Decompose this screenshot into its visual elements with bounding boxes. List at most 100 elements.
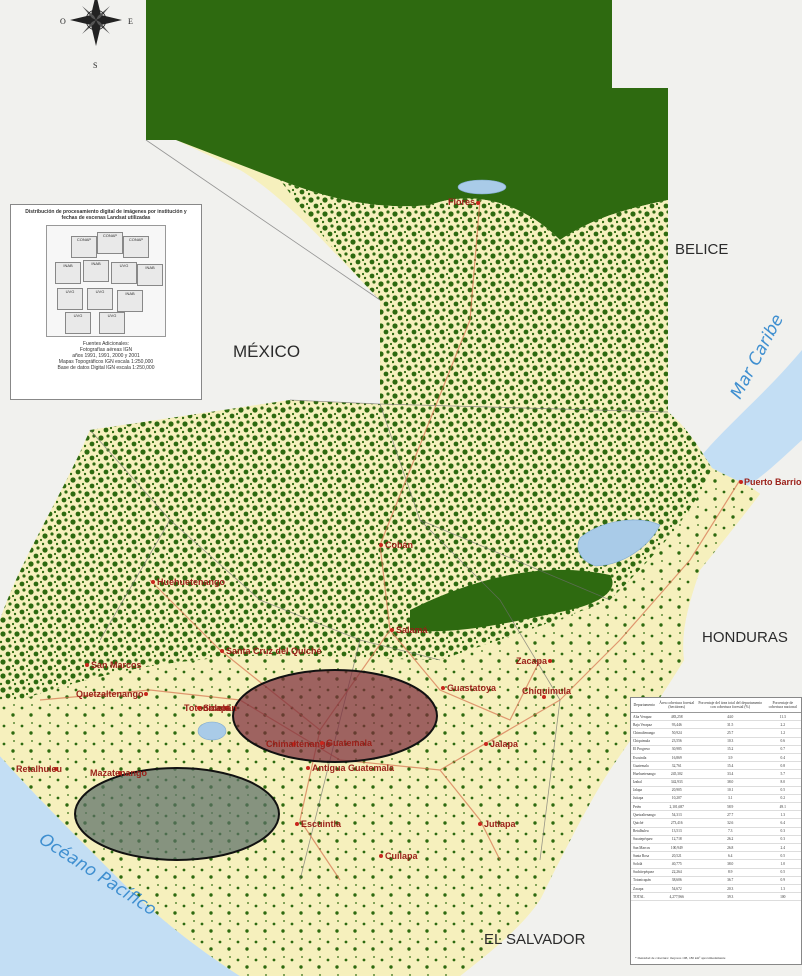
table-cell: 38.0 [695,778,765,787]
inset-cell: CONAP [97,232,123,254]
table-cell: Petén [631,802,658,812]
inset-cell: UVG [87,288,113,310]
table-cell: 4,277,966 [657,892,696,902]
pacific-ocean-area [0,756,240,976]
table-cell: 38.0 [695,859,765,869]
table-cell: 100 [764,892,801,902]
table-cell: Quetzaltenango [631,810,658,820]
table-cell: 10.3 [695,737,765,746]
lake-peten-itza [457,179,507,195]
city-label: Antigua Guatemala [312,763,395,773]
table-cell: 100,949 [657,843,696,853]
table-header: Área cobertura forestal (hectáreas) [657,698,696,713]
city-label: Puerto Barrios [744,477,802,487]
table-cell: Retalhuleu [631,827,658,836]
table-cell: Izabal [631,778,658,787]
red-highlight-ellipse [232,669,438,763]
table-cell: 0.5 [764,868,801,877]
inset-cell: INAB [55,262,81,284]
table-cell: 15.2 [695,745,765,754]
table-cell: Totonicapán [631,876,658,885]
table-cell: Sacatepéquez [631,835,658,845]
lake-atitlan [197,721,227,741]
peten-forest-texture [280,180,668,412]
table-cell: 0.7 [764,745,801,754]
table-cell: 8.0 [764,778,801,787]
city-label: Escuintla [301,819,342,829]
table-cell: 32.6 [695,818,765,828]
table-cell: Santa Rosa [631,851,658,861]
city-label: San Marcos [91,660,142,670]
inset-cell: CONAP [123,236,149,258]
table-cell: 93,446 [657,720,696,730]
table-cell: 32,761 [657,761,696,771]
table-cell: 3.1 [695,794,765,804]
table-cell: 1.2 [764,728,801,738]
forest-coverage-table-panel: Departamento Área cobertura forestal (he… [630,697,802,965]
city-label: Cobán [385,540,413,550]
table-cell: 10.1 [695,786,765,795]
city-label: Salamá [396,625,429,635]
table-header: Porcentaje de cobertura nacional [764,698,801,713]
table-cell: Alta Verapaz [631,712,658,722]
table-cell: 27.7 [695,810,765,820]
compass-east-label: E [128,17,133,26]
city-label: Jutiapa [484,819,517,829]
table-cell: 20.3 [695,884,765,894]
table-cell: 50,924 [657,728,696,738]
table-cell: 25.7 [695,728,765,738]
city-label: Retalhuleu [16,764,62,774]
inset-legend-panel: Distribución de procesamiento digital de… [10,204,202,400]
inset-cell: CONAP [71,236,97,258]
table-cell: 11.3 [764,712,801,722]
table-cell: 0.5 [764,851,801,861]
label-honduras: HONDURAS [702,629,788,646]
inset-note: Fuentes Adicionales: [82,341,130,347]
table-cell: 0.8 [764,761,801,771]
compass-west-label: O [60,17,66,26]
compass-south-label: S [93,61,97,70]
table-cell: 44.0 [695,712,765,722]
inset-cell: UVG [65,312,91,334]
table-cell: 1.3 [764,884,801,894]
table-cell: 245,302 [657,769,696,779]
inset-cell: INAB [137,264,163,286]
table-cell: 0.5 [764,786,801,795]
table-cell: 1.0 [764,859,801,869]
peten-forest [146,0,668,240]
table-cell: 8.9 [695,868,765,877]
table-cell: 23,556 [657,737,696,746]
table-cell: 0.6 [764,737,801,746]
table-cell: 38,606 [657,876,696,885]
inset-note: Base de datos Digital IGN escala 1:250,0… [57,365,155,371]
table-cell: Guatemala [631,761,658,771]
table-cell: 0.3 [764,835,801,845]
table-cell: 2.2 [764,720,801,730]
table-cell: 10,207 [657,794,696,804]
label-mexico: MÉXICO [233,342,300,361]
table-cell: 13,513 [657,827,696,836]
table-header: Departamento [631,698,658,713]
table-cell: 2,101,687 [657,802,696,812]
city-label: Chiquimula [522,686,572,696]
inset-note: años 1991, 1991, 2000 y 2001 [72,353,140,359]
table-cell: 273,416 [657,818,696,828]
table-cell: 6.4 [764,818,801,828]
table-cell: Suchitepéquez [631,868,658,877]
city-label: Jalapa [490,739,519,749]
table-cell: 49.1 [764,802,801,812]
